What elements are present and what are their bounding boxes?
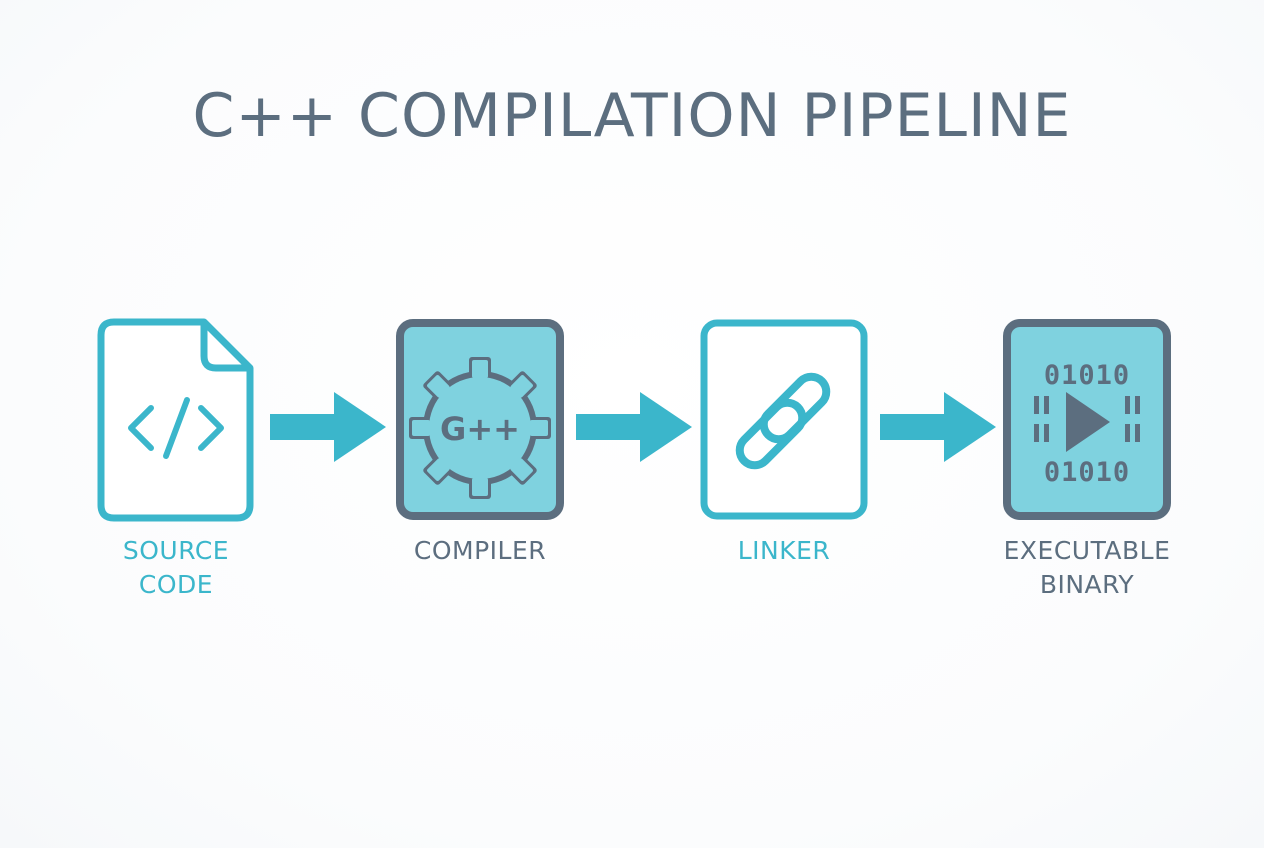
linker-frame — [700, 319, 868, 520]
label-executable-binary: EXECUTABLE BINARY — [967, 534, 1207, 602]
chain-link-icon — [735, 372, 831, 470]
arrow-compiler-to-linker — [576, 392, 692, 462]
label-source-code: SOURCE CODE — [76, 534, 276, 602]
file-corner-fold — [200, 322, 250, 372]
source-file-frame — [97, 318, 254, 522]
arrow-source-to-compiler — [270, 392, 386, 462]
stage-compiler: G++ — [396, 319, 564, 520]
stage-source-code — [97, 318, 254, 522]
label-linker-line-1: LINKER — [737, 536, 831, 565]
diagram-title: C++ COMPILATION PIPELINE — [192, 81, 1072, 151]
play-icon — [1066, 392, 1110, 452]
arrow-linker-to-executable — [880, 392, 996, 462]
gear-icon — [409, 357, 551, 499]
label-executable-line-2: BINARY — [1039, 570, 1135, 599]
label-source-code-line-2: CODE — [138, 570, 214, 599]
label-executable-line-1: EXECUTABLE — [1003, 536, 1171, 565]
label-source-code-line-1: SOURCE — [122, 536, 230, 565]
binary-bottom-row: 01010 — [1044, 457, 1130, 488]
stage-linker — [700, 319, 868, 520]
binary-side-bars — [1034, 396, 1140, 442]
label-compiler-line-1: COMPILER — [413, 536, 547, 565]
binary-top-row: 01010 — [1044, 360, 1130, 391]
code-brackets-icon — [128, 397, 224, 459]
stage-executable: 01010 01010 — [1003, 319, 1171, 520]
label-linker: LINKER — [684, 534, 884, 568]
compiler-icon-text: G++ — [440, 410, 520, 448]
label-compiler: COMPILER — [380, 534, 580, 568]
